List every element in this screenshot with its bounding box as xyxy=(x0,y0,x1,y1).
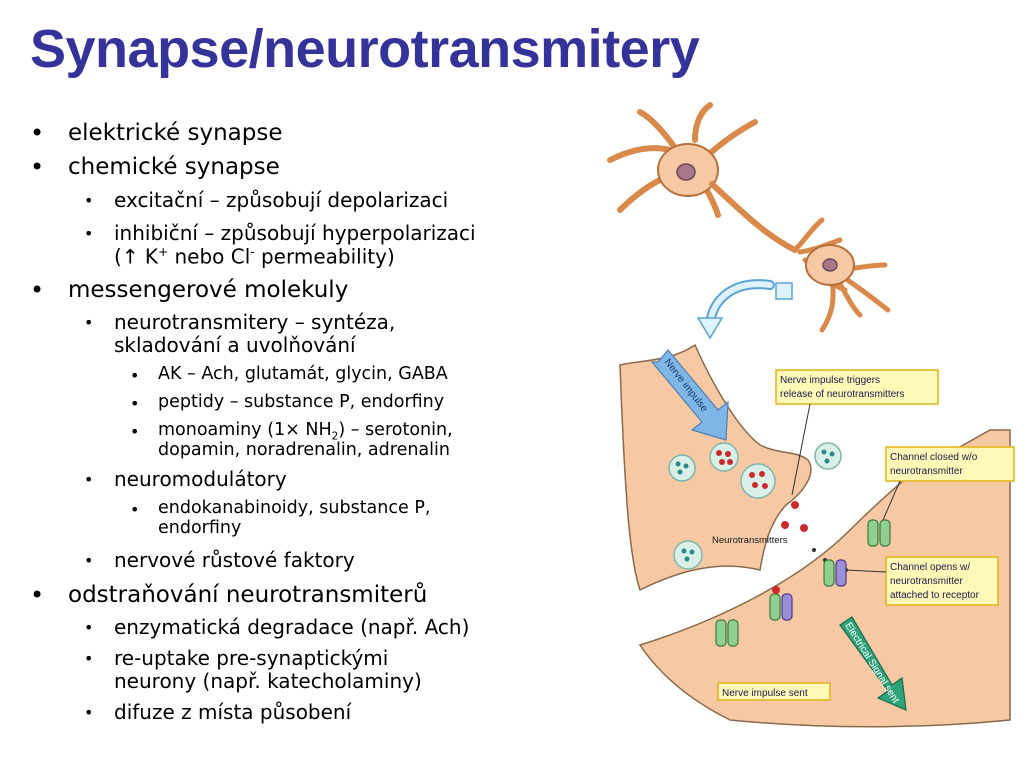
slide-title: Synapse/neurotransmitery xyxy=(30,19,700,79)
bullet-monoamines-line2: dopamin, noradrenalin, adrenalin xyxy=(158,440,450,460)
bullet-marker: • xyxy=(84,191,94,210)
amine-subscript: 2 xyxy=(331,430,339,443)
bullet-peptides: peptidy – substance P, endorfiny xyxy=(158,392,445,412)
bullet-neurotransmitters-line1: neurotransmitery – syntéza, xyxy=(114,310,396,334)
receptor-channels xyxy=(715,519,891,647)
svg-text:neurotransmitter: neurotransmitter xyxy=(890,466,963,477)
paren-open: ( xyxy=(114,244,122,269)
bullet-marker: • xyxy=(84,470,94,489)
bullet-endocannabinoids-line2: endorfiny xyxy=(158,518,242,538)
permeability-text: permeability) xyxy=(254,244,395,269)
bullet-marker: • xyxy=(84,551,94,570)
bullet-marker: • xyxy=(84,649,94,668)
bullet-marker: • xyxy=(30,581,45,609)
synapse-diagram: Nerve impulse Electrical Signal sent Ner… xyxy=(607,102,1015,728)
chloride-charge: - xyxy=(250,245,255,259)
bullet-marker: • xyxy=(84,618,94,637)
neuron-illustration xyxy=(607,102,891,340)
svg-text:Nerve impulse triggers: Nerve impulse triggers xyxy=(780,375,880,386)
bullet-excitatory: excitační – způsobují depolarizaci xyxy=(114,188,449,212)
svg-text:neurotransmitter: neurotransmitter xyxy=(890,576,963,587)
label-triggers: Nerve impulse triggers release of neurot… xyxy=(775,369,939,496)
svg-text:Channel closed w/o: Channel closed w/o xyxy=(890,452,978,463)
bullet-marker: • xyxy=(130,394,140,413)
bullet-marker: • xyxy=(30,153,45,181)
bullet-growth-factors: nervové růstové faktory xyxy=(114,548,355,572)
bullet-neurotransmitters-line2: skladování a uvolňování xyxy=(114,333,356,357)
bullet-monoamines-line1: monoaminy (1× NH2) – serotonin, xyxy=(158,420,453,443)
bullet-marker: • xyxy=(130,500,140,519)
monoamines-prefix: monoaminy (1 xyxy=(158,420,286,440)
bullet-reuptake-line1: re-uptake pre-synaptickými xyxy=(114,646,389,670)
vesicles xyxy=(668,442,848,584)
bullet-diffusion: difuze z místa působení xyxy=(114,700,352,724)
bullet-amino-acids: AK – Ach, glutamát, glycin, GABA xyxy=(158,364,448,384)
label-channel-opens: Channel opens w/ neurotransmitter attach… xyxy=(845,556,999,606)
bullet-list: • elektrické synapse • chemické synapse … xyxy=(30,119,476,724)
bullet-marker: • xyxy=(30,119,45,147)
svg-text:Nerve impulse sent: Nerve impulse sent xyxy=(722,688,808,699)
bullet-marker: • xyxy=(130,366,140,385)
bullet-reuptake-line2: neurony (např. katecholaminy) xyxy=(114,669,422,693)
bullet-messenger-molecules: messengerové molekuly xyxy=(68,277,349,303)
times-icon: × xyxy=(285,420,300,440)
chloride-text: nebo Cl xyxy=(168,244,251,269)
bullet-marker: • xyxy=(84,703,94,722)
arrow-up-icon: ↑ xyxy=(121,244,139,269)
svg-text:attached to receptor: attached to receptor xyxy=(890,590,980,601)
monoamines-suffix: ) – serotonin, xyxy=(338,420,453,440)
label-impulse-sent: Nerve impulse sent xyxy=(717,682,831,701)
svg-text:release of neurotransmitters: release of neurotransmitters xyxy=(780,389,905,400)
potassium-charge: + xyxy=(158,245,169,259)
bullet-inhibitory-line1: inhibiční – způsobují hyperpolarizaci xyxy=(114,221,476,245)
bullet-enzymatic-degradation: enzymatická degradace (např. Ach) xyxy=(114,615,470,639)
bullet-electrical-synapses: elektrické synapse xyxy=(68,120,283,146)
label-channel-closed: Channel closed w/o neurotransmitter xyxy=(882,446,1015,521)
bullet-endocannabinoids-line1: endokanabinoidy, substance P, xyxy=(158,498,431,518)
bullet-chemical-synapses: chemické synapse xyxy=(68,154,280,180)
bullet-neuromodulators: neuromodulátory xyxy=(114,467,287,491)
svg-text:Channel opens w/: Channel opens w/ xyxy=(890,562,970,573)
bullet-marker: • xyxy=(30,276,45,304)
neurotransmitters-label: Neurotransmitters xyxy=(712,535,788,546)
bullet-marker: • xyxy=(130,422,140,441)
potassium-symbol: K xyxy=(138,244,159,269)
bullet-marker: • xyxy=(84,313,94,332)
bullet-marker: • xyxy=(84,224,94,243)
amine-group: NH xyxy=(299,420,332,440)
bullet-inhibitory-line2: (↑ K+ nebo Cl- permeability) xyxy=(114,246,395,267)
bullet-removal: odstraňování neurotransmiterů xyxy=(68,582,428,608)
